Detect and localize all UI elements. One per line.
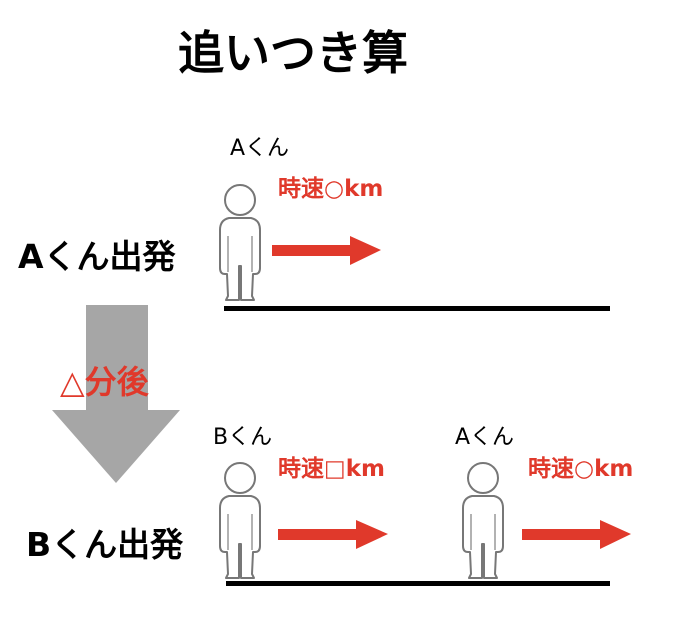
a-start-label: Aくん出発 bbox=[18, 237, 176, 276]
b-start-label: Bくん出発 bbox=[26, 525, 184, 564]
runner-b-name: Bくん bbox=[213, 425, 273, 450]
runner-a-ahead-speed: 時速○km bbox=[528, 456, 634, 482]
runner-a-ahead-name: Aくん bbox=[455, 425, 515, 450]
page-title: 追いつき算 bbox=[178, 26, 408, 80]
road-line-a bbox=[224, 306, 610, 311]
arrow-a-ahead-icon bbox=[522, 520, 631, 549]
time-passes-arrow-icon bbox=[52, 305, 180, 483]
runner-b-speed: 時速□km bbox=[278, 456, 385, 482]
runner-a-name: Aくん bbox=[230, 136, 290, 161]
runner-a-speed: 時速○km bbox=[278, 176, 384, 202]
road-line-b bbox=[226, 581, 610, 586]
arrow-b-icon bbox=[278, 520, 388, 549]
delay-label: △分後 bbox=[60, 363, 149, 401]
person-a-ahead-icon bbox=[462, 462, 504, 579]
arrow-a-icon bbox=[272, 236, 381, 265]
person-b-icon bbox=[219, 462, 261, 579]
person-a-icon bbox=[219, 184, 261, 301]
